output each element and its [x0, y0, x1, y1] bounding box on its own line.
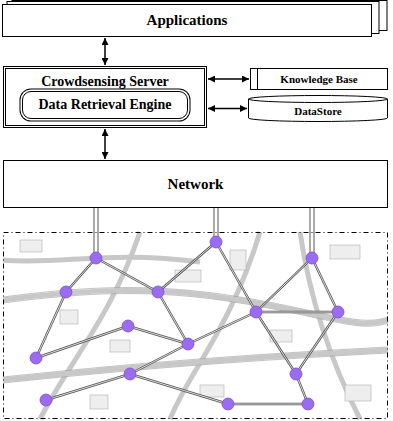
server-box: Crowdsensing ServerData Retrieval Engine — [3, 66, 207, 128]
double-arrow — [104, 129, 106, 159]
street-edges — [3, 288, 388, 383]
node-label: Applications — [147, 12, 228, 29]
street-map — [3, 232, 388, 419]
uplinks — [94, 208, 314, 258]
node-label: Knowledge Base — [280, 73, 357, 85]
compartment-line — [257, 69, 258, 89]
node-label: Data Retrieval Engine — [39, 97, 172, 112]
node-label: DataStore — [294, 105, 341, 117]
mesh-links — [36, 242, 338, 404]
applications-box: Applications — [2, 4, 372, 37]
buildings — [20, 240, 371, 409]
knowledge-base-box: Knowledge Base — [250, 68, 388, 90]
network-box: Network — [3, 160, 388, 208]
engine-box: Data Retrieval Engine — [22, 91, 188, 119]
double-arrow — [104, 38, 106, 65]
sensor-dots — [30, 236, 344, 410]
node-label: Network — [168, 176, 224, 193]
double-arrow — [208, 78, 249, 80]
map-border — [4, 233, 388, 419]
mesh-links-core — [36, 242, 338, 404]
datastore-cylinder: DataStore — [248, 95, 388, 122]
double-arrow — [208, 108, 247, 110]
node-label: Crowdsensing Server — [41, 74, 169, 89]
